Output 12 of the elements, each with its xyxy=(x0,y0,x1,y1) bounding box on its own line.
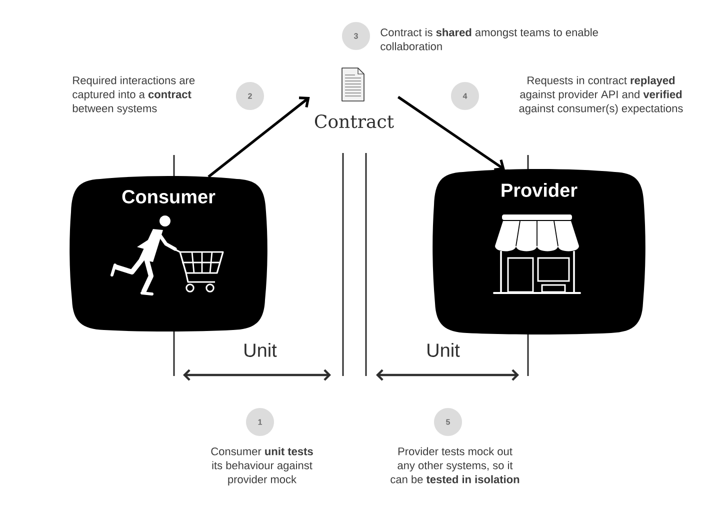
text-label: Unit xyxy=(428,343,460,357)
step-note: Provider tests mock out any other systems, so it can be tested in isolation xyxy=(390,447,520,484)
contract-label: Contract xyxy=(314,114,394,128)
arrow xyxy=(208,96,310,178)
step-note: Contract is shared amongst teams to enable collaboration xyxy=(380,28,598,50)
step-note: Consumer unit tests its behaviour against provider mock xyxy=(211,447,313,486)
arrow xyxy=(397,96,505,171)
text-label: Unit xyxy=(244,343,277,357)
step-note: Requests in contract replayed against provider API and verified against consumer(s) expectations xyxy=(519,76,683,114)
system-box: Provider xyxy=(432,169,646,334)
system-box: Consumer xyxy=(70,176,268,332)
step-note: Required interactions are captured into a contract between systems xyxy=(72,76,195,114)
